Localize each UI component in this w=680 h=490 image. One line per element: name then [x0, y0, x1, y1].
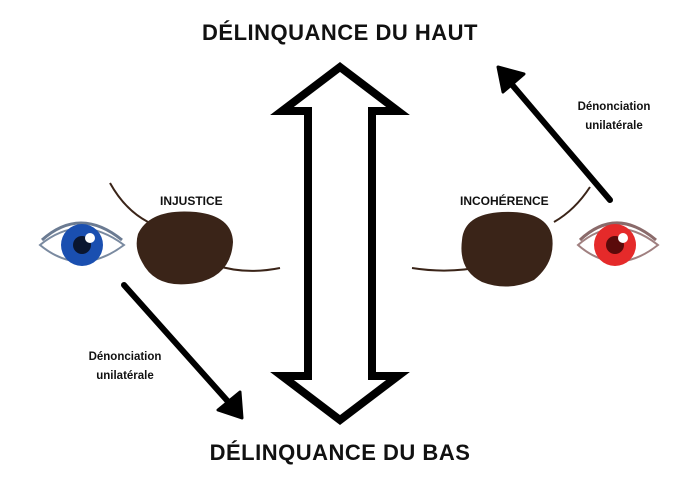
left-arrow-label-line2: unilatérale — [96, 370, 154, 382]
bottom-label: DÉLINQUANCE DU BAS — [209, 440, 471, 465]
left-arrow-label: Dénonciation unilatérale — [70, 348, 180, 386]
left-eyepatch-icon — [109, 182, 281, 285]
top-label: DÉLINQUANCE DU HAUT — [202, 20, 478, 45]
right-eye-icon — [576, 221, 660, 266]
left-eye-icon — [38, 221, 126, 266]
right-patch-label: INCOHÉRENCE — [460, 194, 549, 208]
right-arrow-label-line1: Dénonciation — [577, 101, 651, 113]
right-arrow-label: Dénonciation unilatérale — [559, 98, 669, 136]
double-arrow-icon — [270, 61, 410, 426]
right-denunciation-arrow-icon — [496, 65, 613, 203]
left-denunciation-arrow-icon — [121, 282, 244, 420]
right-eyepatch-icon — [411, 186, 591, 287]
right-arrow-label-line2: unilatérale — [585, 120, 643, 132]
left-patch-label: INJUSTICE — [160, 194, 223, 208]
left-arrow-label-line1: Dénonciation — [88, 351, 162, 363]
